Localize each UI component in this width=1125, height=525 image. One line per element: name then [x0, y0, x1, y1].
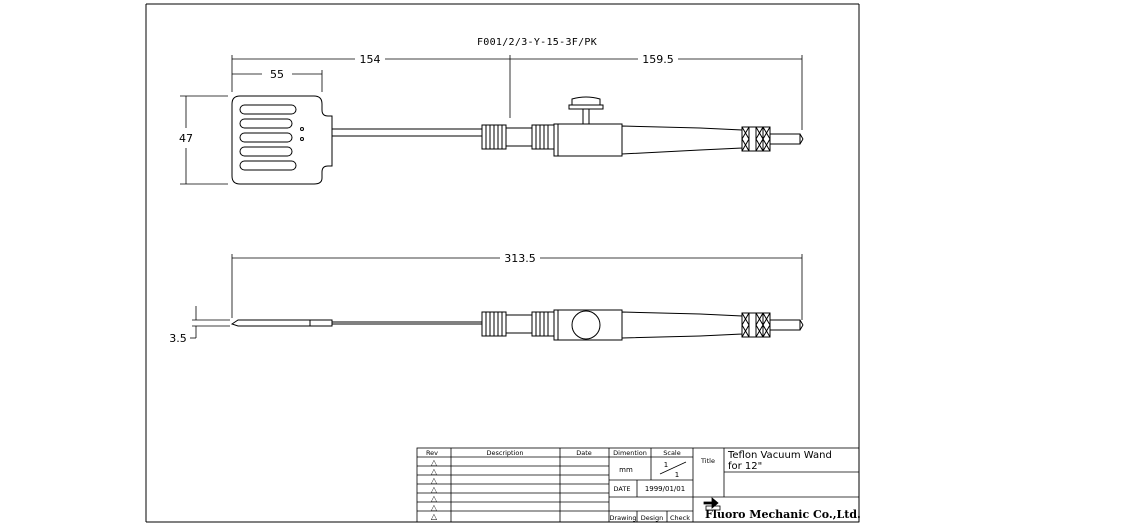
title-line-1: Teflon Vacuum Wand [727, 450, 832, 461]
design-header: Design [641, 514, 663, 522]
drawing-frame [145, 3, 860, 523]
company-name: Fluoro Mechanic Co.,Ltd. [705, 508, 861, 521]
rev-symbol: △ [431, 512, 438, 521]
dimension-47: 47 [179, 132, 193, 145]
rev-symbol: △ [431, 467, 438, 476]
rev-symbol: △ [431, 485, 438, 494]
title-block [416, 447, 860, 523]
part-number: F001/2/3-Y-15-3F/PK [477, 37, 597, 48]
rev-symbol: △ [431, 503, 438, 512]
scale-header: Scale [663, 449, 681, 457]
dimension-154: 154 [360, 53, 381, 66]
description-header: Description [486, 449, 523, 457]
date-value: 1999/01/01 [645, 485, 685, 493]
revision-symbols: △ △ △ △ △ △ △ [431, 458, 438, 521]
top-view [231, 95, 804, 185]
date-header: Date [576, 449, 592, 457]
date-label: DATE [614, 485, 631, 493]
dimension-3-5: 3.5 [169, 332, 187, 345]
rev-symbol: △ [431, 476, 438, 485]
rev-header: Rev [426, 449, 438, 457]
top-view-dimension-lines [180, 55, 803, 185]
check-header: Check [670, 514, 690, 522]
drawing-header: Drawing [609, 514, 636, 522]
scale-denominator: 1 [675, 471, 679, 479]
scale-numerator: 1 [664, 461, 668, 469]
company-logo [703, 497, 721, 511]
rev-symbol: △ [431, 494, 438, 503]
dimension-159-5: 159.5 [642, 53, 674, 66]
dimension-313-5: 313.5 [504, 252, 536, 265]
dimention-header: Dimention [613, 449, 647, 457]
side-view [230, 309, 804, 341]
side-view-dimension-lines [190, 254, 803, 339]
title-line-2: for 12" [728, 461, 762, 472]
title-header: Title [700, 457, 715, 465]
unit-value: mm [619, 466, 633, 474]
dimension-55: 55 [270, 68, 284, 81]
rev-symbol: △ [431, 458, 438, 467]
